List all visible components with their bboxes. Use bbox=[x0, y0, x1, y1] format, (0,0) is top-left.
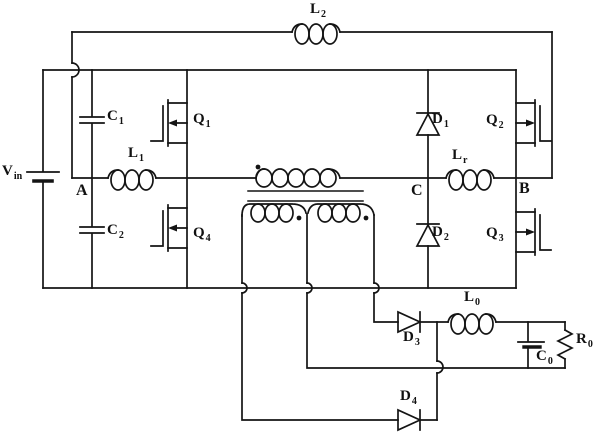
label-r0: R0 bbox=[576, 331, 593, 350]
transformer-primary bbox=[254, 164, 342, 188]
wire-secondary-right-lead bbox=[373, 214, 399, 323]
wire-hop bbox=[306, 282, 313, 294]
diode-d2 bbox=[415, 223, 441, 289]
mosfet-q1 bbox=[150, 99, 188, 147]
resistor-r0 bbox=[556, 321, 574, 369]
label-q3: Q3 bbox=[486, 225, 504, 244]
capacitor-c1 bbox=[79, 69, 105, 179]
label-q2: Q2 bbox=[486, 112, 504, 131]
mosfet-q3 bbox=[515, 208, 552, 256]
label-q4: Q4 bbox=[193, 225, 211, 244]
label-c1: C1 bbox=[107, 108, 124, 127]
label-lr: Lr bbox=[452, 147, 468, 166]
diode-d1 bbox=[415, 69, 441, 225]
transformer-core bbox=[247, 190, 364, 202]
label-node-b: B bbox=[519, 180, 530, 197]
label-l1: L1 bbox=[128, 145, 145, 164]
wire-secondary-left-lead bbox=[241, 214, 399, 421]
label-d1: D1 bbox=[432, 111, 449, 130]
wire-center-tap-lead bbox=[306, 213, 566, 369]
mosfet-q4 bbox=[150, 204, 188, 252]
polarity-dot-primary bbox=[255, 164, 261, 170]
inductor-lr bbox=[444, 169, 496, 191]
label-l0: L0 bbox=[464, 289, 481, 308]
label-vin: Vin bbox=[2, 163, 23, 182]
label-node-c: C bbox=[411, 182, 423, 199]
polarity-dot-secondary-right bbox=[363, 215, 369, 221]
wire-top-l2-rail bbox=[71, 31, 553, 179]
transformer-secondary-left bbox=[241, 203, 308, 223]
inductor-l2 bbox=[290, 23, 342, 45]
label-c0: C0 bbox=[536, 348, 553, 367]
label-l2: L2 bbox=[310, 1, 327, 20]
inductor-l0 bbox=[446, 313, 566, 335]
polarity-dot-secondary-left bbox=[296, 215, 302, 221]
wire-hop bbox=[436, 360, 444, 374]
battery-vin bbox=[26, 69, 60, 289]
mosfet-q2 bbox=[515, 99, 552, 147]
wire-hop bbox=[241, 282, 248, 294]
capacitor-c2 bbox=[79, 177, 105, 289]
inductor-l1 bbox=[106, 169, 158, 191]
diode-d3 bbox=[397, 310, 449, 334]
diode-d4 bbox=[397, 408, 438, 432]
label-node-a: A bbox=[76, 182, 88, 199]
transformer-secondary-right bbox=[306, 203, 375, 223]
label-d3: D3 bbox=[403, 329, 420, 348]
label-d2: D2 bbox=[432, 224, 449, 243]
label-d4: D4 bbox=[400, 388, 417, 407]
capacitor-c0 bbox=[517, 321, 545, 369]
label-q1: Q1 bbox=[193, 111, 211, 130]
wire-hop bbox=[373, 282, 380, 294]
wire-d4-return bbox=[436, 321, 444, 421]
label-c2: C2 bbox=[107, 222, 124, 241]
